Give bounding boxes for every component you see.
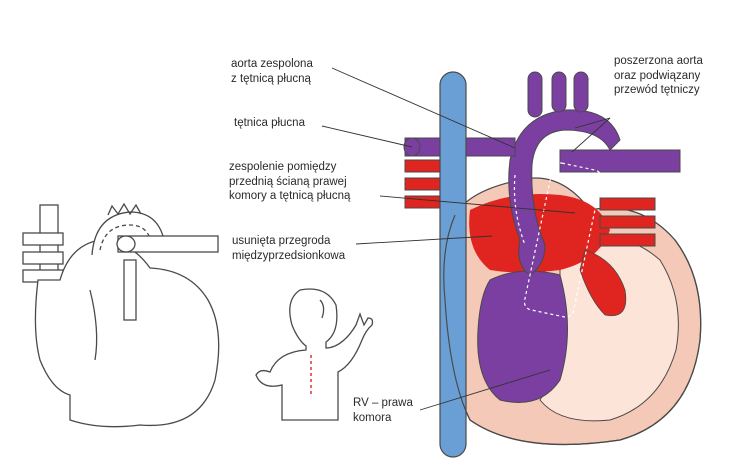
label-right-ventricle: RV – prawa komora [353, 397, 413, 424]
purple-branch [573, 71, 589, 113]
purple-branch [551, 71, 567, 113]
red-vessel [599, 215, 656, 229]
label-enlarged-aorta: poszerzona aorta oraz podwiązany przewód… [614, 55, 703, 96]
leader-septum [355, 235, 493, 245]
leader-aorta-anastomosis [331, 67, 516, 149]
purple-horizontal-vessel [559, 149, 681, 173]
label-aorta-anastomosis: aorta zespolona z tętnicą płucną [231, 58, 313, 85]
label-removed-septum: usunięta przegroda międzyprzedsionkowa [232, 235, 346, 262]
purple-branch [527, 71, 543, 118]
leader-enlarged-aorta-1 [574, 117, 611, 129]
dashed-conduit [523, 162, 603, 318]
outline-vessel [22, 251, 64, 265]
outline-vessel [22, 232, 64, 246]
purple-right-ventricle [477, 270, 568, 403]
leader-rv [419, 369, 551, 411]
outline-groove [89, 289, 98, 361]
outline-descending [123, 259, 137, 321]
leader-pulmonary-artery [321, 125, 413, 148]
child-ear [319, 299, 325, 319]
label-rv-pa-connection: zespolenie pomiędzy przednią ścianą praw… [229, 161, 351, 202]
heart-outer-outline [443, 214, 702, 446]
blue-vena-cava [439, 71, 467, 458]
dashed-anastomosis [513, 174, 526, 246]
leader-rv-pa [379, 195, 576, 214]
leader-enlarged-aorta-2 [571, 117, 611, 153]
child-body-outline [255, 288, 374, 421]
red-ventricle-region [579, 249, 627, 317]
red-vessel [599, 197, 656, 211]
label-pulmonary-artery: tętnica płucna [234, 117, 305, 129]
outline-arch-branches [107, 202, 142, 216]
red-vessel [599, 233, 656, 247]
outline-vessel-end [116, 235, 136, 253]
